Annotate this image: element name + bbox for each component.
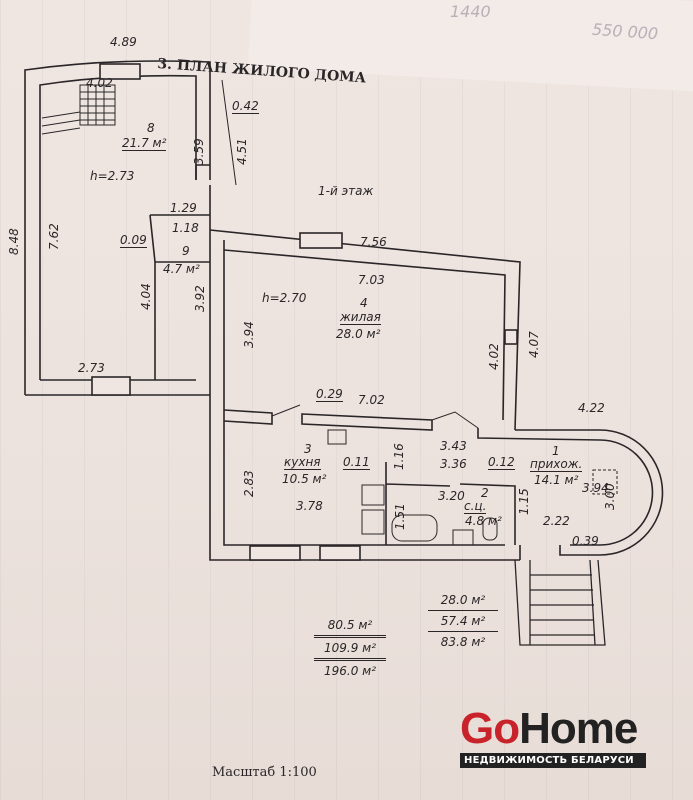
dimension-label: 7.03 bbox=[358, 273, 385, 287]
dimension-label: 2.83 bbox=[242, 470, 256, 497]
hall-wall bbox=[477, 428, 601, 441]
dimension-label: 7.62 bbox=[47, 223, 61, 250]
dimension-label: 2.22 bbox=[543, 514, 570, 528]
dimension-label: 1.51 bbox=[393, 503, 407, 530]
dimension-label: 1.18 bbox=[172, 221, 199, 235]
logo-tagline: НЕДВИЖИМОСТЬ БЕЛАРУСИ bbox=[460, 753, 646, 768]
total-value: 28.0 м² bbox=[428, 590, 498, 611]
room-1-name: прихож. bbox=[530, 457, 583, 472]
bathtub-icon bbox=[391, 514, 438, 542]
dimension-label: 3.43 bbox=[440, 439, 467, 453]
total-value: 83.8 м² bbox=[440, 635, 486, 649]
window bbox=[504, 329, 518, 345]
room-1-area: 14.1 м² bbox=[534, 473, 579, 487]
total-value: 80.5 м² bbox=[314, 615, 386, 638]
dimension-label: 3.94 bbox=[242, 321, 256, 348]
dimension-label: 1.29 bbox=[170, 201, 197, 215]
hall-rounded-wall bbox=[599, 429, 664, 556]
dashed-fixture bbox=[592, 469, 618, 495]
dimension-label: 3.92 bbox=[193, 285, 207, 312]
sink-icon bbox=[361, 484, 385, 506]
dimension-label: 3.00 bbox=[603, 483, 617, 510]
dimension-label: 0.39 bbox=[572, 534, 599, 548]
bathroom-walls bbox=[385, 462, 516, 545]
dimension-label: 3.94 bbox=[582, 481, 609, 495]
total-area-left: 80.5 м² 109.9 м² 196.0 м² bbox=[314, 615, 386, 681]
dimension-label: 0.11 bbox=[343, 455, 370, 470]
dimension-label: 0.12 bbox=[488, 455, 515, 470]
room-2-area: 4.8 м² bbox=[465, 514, 502, 528]
room-3-number: 3 bbox=[304, 442, 312, 456]
sink-icon bbox=[452, 529, 474, 546]
dimension-label: 3.36 bbox=[440, 457, 467, 471]
stairs-icon bbox=[41, 84, 116, 135]
dimension-label: 8.48 bbox=[7, 228, 21, 255]
logo-go: Go bbox=[460, 704, 520, 753]
dimension-label: 0.42 bbox=[232, 99, 259, 114]
room-8-number: 8 bbox=[147, 121, 155, 135]
ceiling-height-main: h=2.70 bbox=[262, 291, 307, 305]
dimension-label: 0.29 bbox=[316, 387, 343, 402]
total-value: 109.9 м² bbox=[314, 638, 386, 661]
total-value: 196.0 м² bbox=[323, 664, 377, 678]
dimension-label: 0.09 bbox=[120, 233, 147, 248]
scale-label: Масштаб 1:100 bbox=[212, 765, 317, 780]
window bbox=[99, 63, 141, 80]
dimension-label: 3.20 bbox=[438, 489, 465, 503]
room-2-name: с.ц. bbox=[464, 499, 487, 514]
room-9-number: 9 bbox=[182, 244, 190, 258]
window bbox=[91, 376, 131, 396]
room-9-walls bbox=[149, 214, 210, 380]
stove-icon bbox=[361, 509, 385, 535]
main-inner-wall bbox=[223, 240, 506, 546]
room-3-area: 10.5 м² bbox=[282, 472, 327, 486]
entrance-stairs-icon bbox=[514, 559, 606, 646]
dimension-label: 4.89 bbox=[110, 35, 137, 49]
dimension-label: 3.59 bbox=[192, 138, 206, 165]
room-4-number: 4 bbox=[360, 296, 368, 310]
dimension-label: 4.51 bbox=[235, 138, 249, 165]
dimension-label: 4.02 bbox=[86, 76, 113, 90]
gohome-logo: GoHome НЕДВИЖИМОСТЬ БЕЛАРУСИ bbox=[460, 707, 646, 768]
room-8-area: 21.7 м² bbox=[122, 136, 167, 151]
dimension-label: 1.16 bbox=[392, 443, 406, 470]
window bbox=[299, 232, 343, 249]
left-block-outer-wall bbox=[24, 60, 211, 395]
room-1-number: 1 bbox=[552, 444, 560, 458]
room-2-number: 2 bbox=[481, 486, 489, 500]
room-9-area: 4.7 м² bbox=[163, 262, 200, 276]
room-3-name: кухня bbox=[284, 455, 321, 470]
handwritten-note-faint: 1440 bbox=[450, 2, 491, 21]
partition-wall bbox=[223, 409, 433, 431]
dimension-label: 4.22 bbox=[578, 401, 605, 415]
room-4-area: 28.0 м² bbox=[336, 327, 381, 341]
ceiling-height-left: h=2.73 bbox=[90, 169, 135, 183]
dimension-label: 2.73 bbox=[78, 361, 105, 375]
total-value: 57.4 м² bbox=[428, 611, 498, 632]
room-4-name: жилая bbox=[340, 310, 381, 325]
toilet-icon bbox=[482, 517, 498, 541]
window bbox=[249, 545, 301, 561]
floor-label: 1-й этаж bbox=[318, 184, 374, 198]
dimension-label: 7.56 bbox=[360, 235, 387, 249]
window bbox=[319, 545, 361, 561]
dimension-label: 3.78 bbox=[296, 499, 323, 513]
dimension-label: 1.15 bbox=[517, 488, 531, 515]
dimension-label: 4.07 bbox=[527, 331, 541, 358]
dimension-label: 4.02 bbox=[487, 343, 501, 370]
dimension-label: 7.02 bbox=[358, 393, 385, 407]
dimension-label: 4.04 bbox=[139, 283, 153, 310]
logo-home: Home bbox=[519, 704, 638, 753]
total-area-right: 28.0 м² 57.4 м² 83.8 м² bbox=[428, 590, 498, 652]
